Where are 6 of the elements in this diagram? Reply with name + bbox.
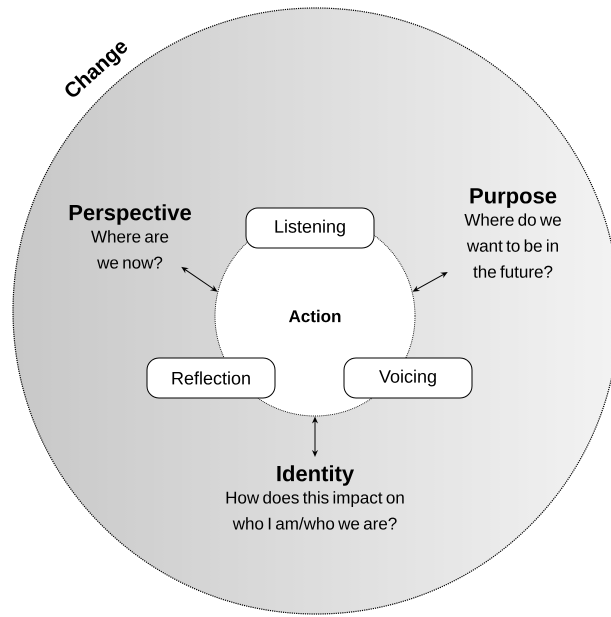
rounded-box: Voicing xyxy=(344,358,472,398)
rounded-box: Listening xyxy=(246,208,374,248)
question-text: Identity How does this impact on who I am/who we are? xyxy=(226,465,404,530)
question-text: Perspective Where are we now? xyxy=(70,204,191,269)
rounded-box: Reflection xyxy=(146,358,276,398)
question-text: Purpose Where do we want to be in the future? xyxy=(464,188,561,278)
